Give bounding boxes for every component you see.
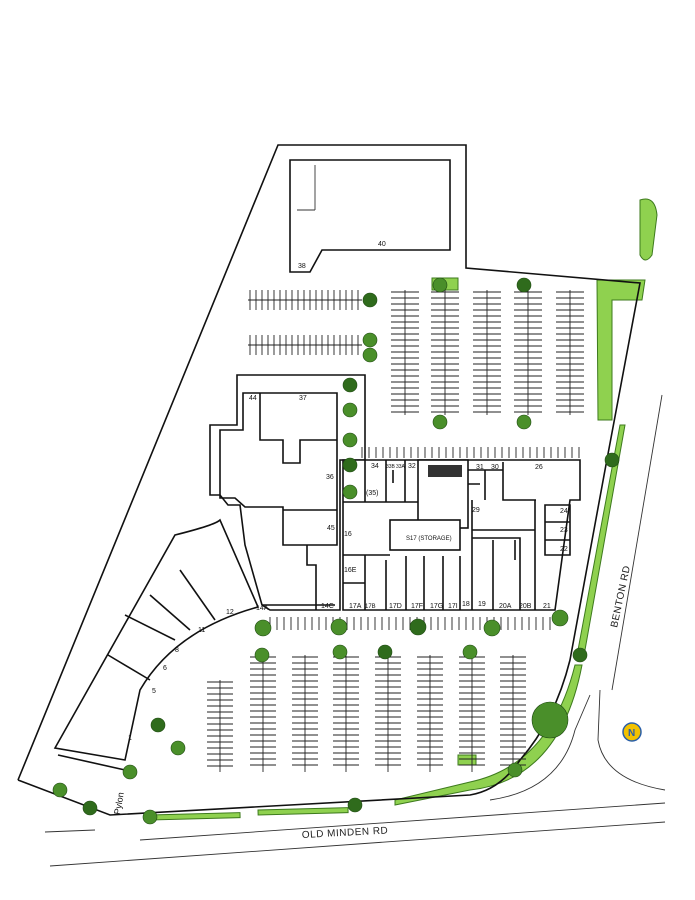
- parking-stalls: [207, 290, 584, 772]
- tree-icon: [377, 644, 393, 660]
- unit-34[interactable]: 34: [371, 463, 379, 470]
- unit-22[interactable]: 22: [560, 546, 568, 553]
- unit-38[interactable]: 38: [298, 263, 306, 270]
- unit-36[interactable]: 36: [326, 474, 334, 481]
- building-curved-row[interactable]: [53, 518, 260, 761]
- building-40[interactable]: [289, 159, 451, 273]
- tree-icon: [342, 402, 358, 418]
- tree-icon: [342, 432, 358, 448]
- unit-33b[interactable]: 33B: [386, 464, 396, 470]
- unit-6[interactable]: 6: [163, 665, 167, 672]
- tree-icon: [52, 782, 68, 798]
- unit-19[interactable]: 19: [478, 601, 486, 608]
- pylon-label: Pylon: [112, 791, 126, 815]
- unit-s17-storage[interactable]: S17 (STORAGE): [406, 536, 452, 542]
- unit-44[interactable]: 44: [249, 395, 257, 402]
- unit-37[interactable]: 37: [299, 395, 307, 402]
- tree-icon: [462, 644, 478, 660]
- unit-20a[interactable]: 20A: [499, 603, 512, 610]
- unit-12[interactable]: 12: [226, 609, 234, 616]
- unit-11[interactable]: 11: [198, 627, 205, 634]
- unit-32[interactable]: 32: [408, 463, 416, 470]
- benton-rd-label: BENTON RD: [609, 564, 633, 628]
- tree-icon: [330, 618, 348, 636]
- unit-labels: 40 38 44 37 36 45 16 16E 14A 14C 12 11 8…: [112, 241, 568, 815]
- lot-boundary: [17, 144, 641, 816]
- unit-45[interactable]: 45: [327, 525, 335, 532]
- tree-icon: [551, 609, 569, 627]
- unit-14c[interactable]: 14C: [321, 603, 334, 610]
- unit-40[interactable]: 40: [378, 241, 386, 248]
- unit-30[interactable]: 30: [491, 464, 499, 471]
- unit-17g[interactable]: 17G: [430, 603, 443, 610]
- tree-icon: [572, 647, 588, 663]
- unit-17a[interactable]: 17A: [349, 603, 362, 610]
- unit-17b[interactable]: 17B: [365, 604, 376, 610]
- unit-18[interactable]: 18: [462, 601, 470, 608]
- tree-icon: [483, 619, 501, 637]
- tree-icon: [531, 701, 569, 739]
- unit-1[interactable]: 1: [128, 735, 132, 742]
- unit-23[interactable]: 23: [560, 527, 568, 534]
- unit-16e[interactable]: 16E: [344, 567, 357, 574]
- tree-icon: [409, 618, 427, 636]
- tree-icon: [342, 457, 358, 473]
- tree-icon: [342, 377, 358, 393]
- tree-icon: [142, 809, 158, 825]
- unit-17i[interactable]: 17I: [448, 603, 458, 610]
- tree-icon: [332, 644, 348, 660]
- unit-26[interactable]: 26: [535, 464, 543, 471]
- north-compass-icon: N: [622, 722, 642, 742]
- unit-29[interactable]: 29: [472, 507, 480, 514]
- unit-21[interactable]: 21: [543, 603, 551, 610]
- tree-icon: [507, 762, 523, 778]
- tree-icon: [516, 414, 532, 430]
- tree-icon: [342, 484, 358, 500]
- unit-17f[interactable]: 17F: [411, 603, 423, 610]
- unit-31[interactable]: 31: [476, 464, 484, 471]
- unit-20b[interactable]: 20B: [519, 603, 532, 610]
- tree-icon: [254, 647, 270, 663]
- old-minden-rd-label: OLD MINDEN RD: [302, 825, 389, 841]
- tree-icon: [170, 740, 186, 756]
- tree-icon: [347, 797, 363, 813]
- unit-5[interactable]: 5: [152, 688, 156, 695]
- unit-14a[interactable]: 14A: [256, 605, 269, 612]
- svg-text:N: N: [628, 728, 635, 739]
- unit-8[interactable]: 8: [175, 647, 179, 654]
- tree-icon: [604, 452, 620, 468]
- unit-35[interactable]: (35): [366, 490, 378, 497]
- unit-16[interactable]: 16: [344, 531, 352, 538]
- tree-icon: [150, 717, 166, 733]
- tree-icon: [82, 800, 98, 816]
- unit-24[interactable]: 24: [560, 508, 568, 515]
- tree-icon: [122, 764, 138, 780]
- tree-icon: [432, 277, 448, 293]
- tree-icon: [362, 292, 378, 308]
- trees: [52, 277, 620, 825]
- unit-17d[interactable]: 17D: [389, 603, 402, 610]
- tree-icon: [362, 332, 378, 348]
- building-retail-block[interactable]: [342, 459, 581, 611]
- unit-33a[interactable]: 33A: [396, 464, 406, 470]
- tree-icon: [254, 619, 272, 637]
- tree-icon: [516, 277, 532, 293]
- tree-icon: [362, 347, 378, 363]
- tree-icon: [432, 414, 448, 430]
